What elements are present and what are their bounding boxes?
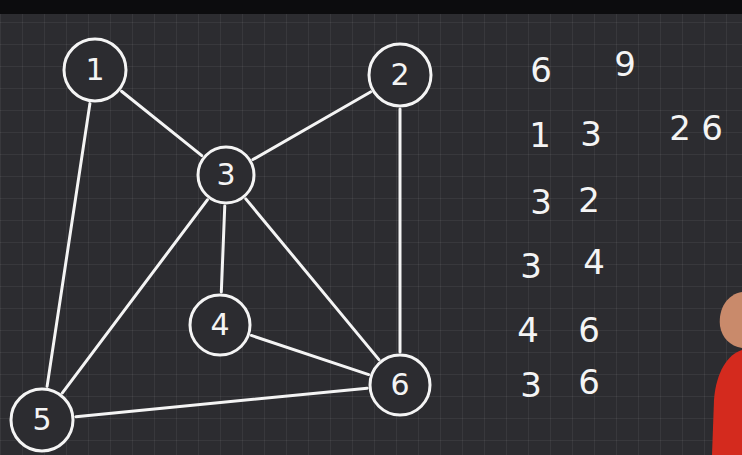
edge-list-number: 6 <box>701 111 723 145</box>
vertex-number: 1 <box>62 37 128 103</box>
edge-list-number: 4 <box>517 313 539 347</box>
graph-vertex: 2 <box>367 42 433 108</box>
top-bar <box>0 0 742 14</box>
graph-edge <box>253 92 371 160</box>
graph-vertex: 3 <box>196 145 256 205</box>
edge-list-number: 2 <box>669 111 691 145</box>
edge-list-number: 6 <box>530 53 552 87</box>
edge-list-number: 1 <box>529 118 551 152</box>
graph-edge <box>47 104 90 387</box>
edge-list-number: 6 <box>578 365 600 399</box>
vertex-number: 2 <box>367 42 433 108</box>
vertex-number: 5 <box>9 387 75 453</box>
vertex-number: 4 <box>188 293 252 357</box>
graph-vertex: 1 <box>62 37 128 103</box>
vertex-number: 6 <box>368 353 432 417</box>
graph-edge <box>76 388 367 416</box>
graph-vertex: 4 <box>188 293 252 357</box>
edge-list-number: 3 <box>520 368 542 402</box>
graph-edge <box>62 200 207 393</box>
graph-edge <box>122 91 202 155</box>
graph-vertex: 5 <box>9 387 75 453</box>
edge-list-number: 9 <box>614 47 636 81</box>
edge-list-number: 3 <box>580 117 602 151</box>
edge-list-number: 3 <box>520 249 542 283</box>
graph-edge <box>251 335 368 374</box>
edge-list-number: 3 <box>530 185 552 219</box>
graph-vertex: 6 <box>368 353 432 417</box>
edge-list-number: 6 <box>578 313 600 347</box>
vertex-number: 3 <box>196 145 256 205</box>
edge-list-number: 4 <box>583 245 605 279</box>
graph-edge <box>221 206 224 292</box>
graph-edge <box>399 109 402 352</box>
edge-list-number: 2 <box>578 183 600 217</box>
graph-edge <box>246 199 379 360</box>
